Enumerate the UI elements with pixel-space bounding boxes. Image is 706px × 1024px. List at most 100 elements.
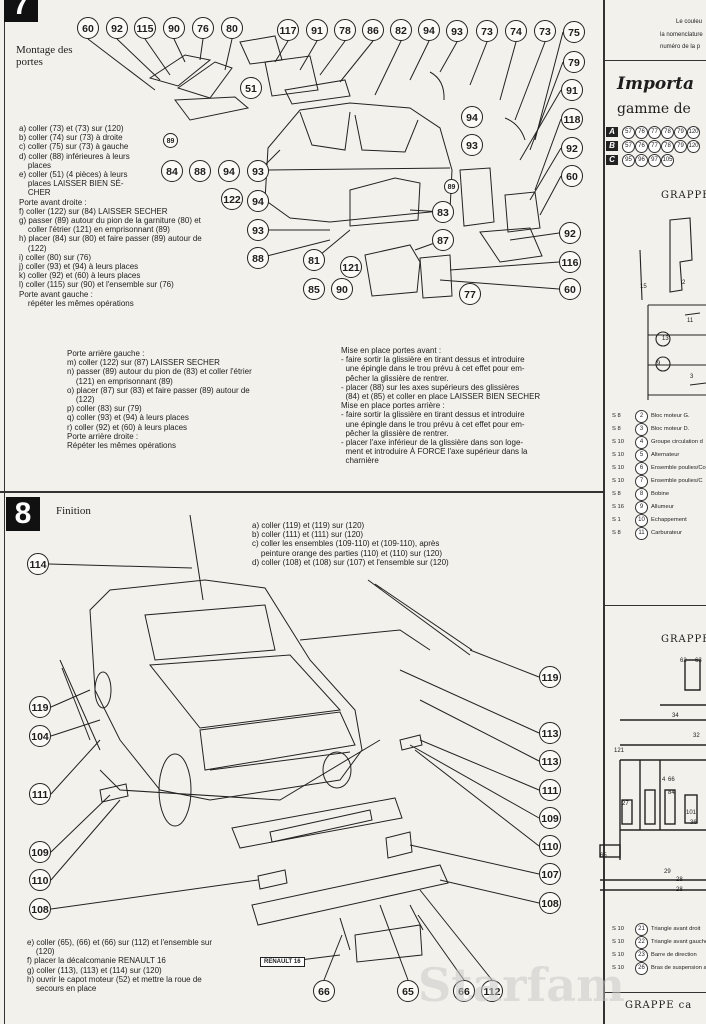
part-callout-109: 109 [29, 841, 51, 863]
sprue-part-number: 62 [680, 658, 687, 664]
part-callout-91: 91 [306, 19, 328, 41]
panel-divider-vertical [603, 0, 605, 1024]
part-callout-117: 117 [277, 19, 299, 41]
part-callout-84: 84 [161, 160, 183, 182]
kit-row-label: B [606, 141, 618, 151]
instruction-line: peinture orange des parties (110) et (11… [252, 548, 443, 558]
part-number: 22 [635, 936, 648, 949]
sprue-part-number: 29 [664, 869, 671, 875]
part-callout-94: 94 [461, 106, 483, 128]
sprue-part-number: 121 [614, 748, 625, 754]
part-callout-116: 116 [559, 251, 581, 273]
instruction-line: Porte avant droite : [19, 197, 87, 207]
sprue-part-number: 65 [600, 853, 607, 859]
sprue-part-number: 32 [693, 733, 700, 739]
instruction-line: - placer l'axe inférieur de la glissière… [341, 438, 524, 448]
part-callout-113: 113 [539, 722, 561, 744]
instruction-line: Porte arrière gauche : [67, 349, 145, 358]
instruction-line: a) coller (119) et (119) sur (120) [252, 521, 365, 530]
sprue-part-number: 9 [657, 361, 661, 367]
instruction-line: coller l'étrier (121) en emprisonnant (8… [19, 225, 170, 235]
sprue-part-number: 27 [622, 801, 629, 807]
kit-part-number: 77 [648, 126, 661, 139]
part-callout-104: 104 [29, 725, 51, 747]
part-callout-108: 108 [29, 898, 51, 920]
part-name: Allumeur [651, 504, 674, 510]
instruction-line: (122) [67, 395, 95, 405]
instruction-line: CHER [19, 188, 51, 198]
part-callout-89: 89 [163, 133, 178, 148]
instruction-line: h) ouvrir le capot moteur (52) et mettre… [27, 974, 202, 984]
part-callout-111: 111 [29, 783, 51, 805]
part-callout-85: 85 [303, 278, 325, 300]
kit-part-number: 57 [622, 140, 635, 153]
sprue-part-number: 36 [690, 820, 697, 826]
kit-part-number: 57 [622, 126, 635, 139]
instruction-line: Porte arrière droite : [67, 431, 139, 441]
instruction-line: f) coller (122) sur (84) LAISSER SECHER [19, 206, 168, 216]
kit-part-number: 120 [687, 126, 700, 139]
part-name: Groupe circulation d [651, 439, 703, 445]
part-callout-122: 122 [221, 188, 243, 210]
instruction-line: (121) en emprisonnant (89) [67, 376, 173, 386]
part-callout-86: 86 [362, 19, 384, 41]
part-number: 11 [635, 527, 648, 540]
part-number: 6 [635, 462, 648, 475]
part-name: Bras de suspension a [651, 965, 706, 971]
instruction-line: b) coller (74) sur (73) à droite [19, 133, 123, 143]
part-callout-108: 108 [539, 892, 561, 914]
part-name: Ensemble poulies/C [651, 478, 703, 484]
instruction-line: n) passer (89) autour du pion de (83) et… [67, 367, 252, 377]
part-callout-88: 88 [189, 160, 211, 182]
instruction-line: e) coller (51) (4 pièces) à leurs [19, 170, 128, 180]
part-ref: S 8 [612, 413, 621, 419]
section-8-bottom-instructions: e) coller (65), (66) et (66) sur (112) e… [27, 938, 212, 993]
instruction-line: k) coller (92) et (60) à leurs places [19, 271, 141, 281]
instruction-line: (120) [27, 947, 55, 957]
part-name: Barre de direction [651, 952, 697, 958]
part-callout-94: 94 [218, 160, 240, 182]
part-name: Bobine [651, 491, 670, 497]
part-number: 7 [635, 475, 648, 488]
part-callout-66: 66 [313, 980, 335, 1002]
part-name: Triangle avant gauche [651, 939, 706, 945]
part-callout-90: 90 [163, 17, 185, 39]
part-name: Alternateur [651, 452, 680, 458]
part-callout-73: 73 [534, 20, 556, 42]
section-7-mise-en-place: Mise en place portes avant :- faire sort… [341, 346, 540, 466]
part-callout-60: 60 [559, 278, 581, 300]
instruction-line: p) coller (83) sur (79) [67, 404, 142, 414]
sprue-part-number: 84 [668, 790, 675, 796]
finition-illustration [48, 514, 540, 981]
part-callout-82: 82 [390, 19, 412, 41]
part-ref: S 10 [612, 939, 624, 945]
grappe-heading-2: GRAPPE [661, 634, 706, 645]
part-ref: S 10 [612, 926, 624, 932]
sprue-part-number: 34 [672, 713, 679, 719]
instruction-line: une épingle dans le trou prévu à cet eff… [341, 419, 525, 429]
part-name: Carburateur [651, 530, 682, 536]
kit-part-number: 76 [635, 140, 648, 153]
intro-line-2: la nomenclature [660, 32, 703, 38]
part-callout-118: 118 [561, 108, 583, 130]
instruction-line: m) coller (122) sur (87) LAISSER SECHER [67, 358, 220, 368]
panel-left-edge [4, 0, 5, 1024]
part-callout-93: 93 [461, 134, 483, 156]
part-ref: S 10 [612, 952, 624, 958]
instruction-line: d) coller (108) et (108) sur (107) et l'… [252, 557, 449, 567]
instruction-line: c) coller les ensembles (109-110) et (10… [252, 539, 440, 549]
part-callout-114: 114 [27, 553, 49, 575]
part-ref: S 10 [612, 465, 624, 471]
part-name: Bloc moteur G. [651, 413, 690, 419]
part-callout-92: 92 [106, 17, 128, 39]
instruction-line: g) coller (113), (113) et (114) sur (120… [27, 965, 162, 975]
part-callout-60: 60 [77, 17, 99, 39]
part-ref: S 10 [612, 452, 624, 458]
